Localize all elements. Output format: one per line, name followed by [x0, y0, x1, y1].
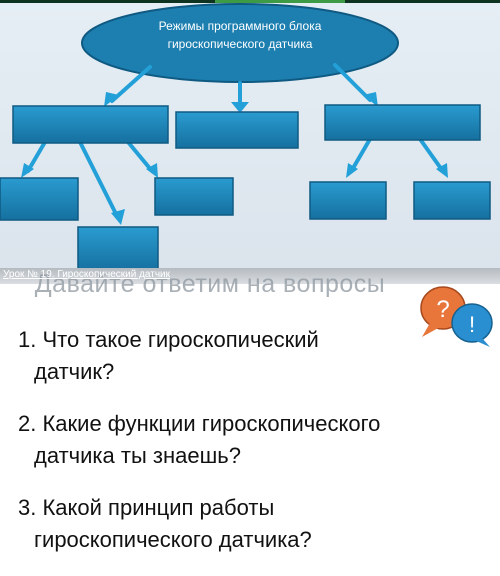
question-exclamation-icon: ? ! [420, 286, 493, 347]
slide-diagram: Режимы программного блока гироскопическо… [0, 3, 500, 268]
box-l2-4 [413, 181, 491, 220]
question-number: 3. [18, 495, 37, 520]
question-item-2: 2. Какие функции гироскопического датчик… [18, 408, 488, 472]
root-label-line1: Режимы программного блока [158, 19, 322, 33]
arrow-left-b [78, 140, 120, 220]
root-node-label: Режимы программного блока гироскопическо… [120, 17, 360, 53]
question-text-line1: Какие функции гироскопического [42, 411, 381, 436]
box-l2-5 [77, 226, 159, 268]
box-l1-center [175, 111, 299, 149]
arrow-right-a [350, 137, 372, 172]
box-l2-2 [154, 177, 234, 216]
box-l1-right [324, 104, 481, 141]
box-l2-3 [309, 181, 387, 220]
video-caption-bar: Урок № 19. Гироскопический датчик [0, 268, 500, 284]
box-l1-left [12, 105, 169, 144]
question-list: 1. Что такое гироскопический датчик? 2. … [18, 324, 488, 576]
exclamation-glyph: ! [469, 312, 475, 337]
question-number: 1. [18, 327, 37, 352]
question-number: 2. [18, 411, 37, 436]
box-l2-1 [0, 177, 79, 221]
root-label-line2: гироскопического датчика [167, 37, 313, 51]
arrow-left-c [126, 140, 154, 173]
arrow-left-a [26, 140, 47, 173]
video-caption-link[interactable]: Урок № 19. Гироскопический датчик [3, 269, 171, 280]
tree-diagram [0, 3, 491, 268]
question-text-line2: датчик? [34, 359, 115, 384]
question-item-1: 1. Что такое гироскопический датчик? [18, 324, 488, 388]
question-item-3: 3. Какой принцип работы гироскопического… [18, 492, 488, 556]
question-text-line2: гироскопического датчика? [34, 527, 312, 552]
arrow-root-right [333, 63, 372, 102]
video-top-strip [0, 0, 500, 3]
question-text-line2: датчика ты знаешь? [34, 443, 241, 468]
question-text-line1: Какой принцип работы [42, 495, 275, 520]
question-mark-glyph: ? [436, 296, 449, 323]
question-text-line1: Что такое гироскопический [42, 327, 319, 352]
arrow-right-b [418, 137, 444, 172]
